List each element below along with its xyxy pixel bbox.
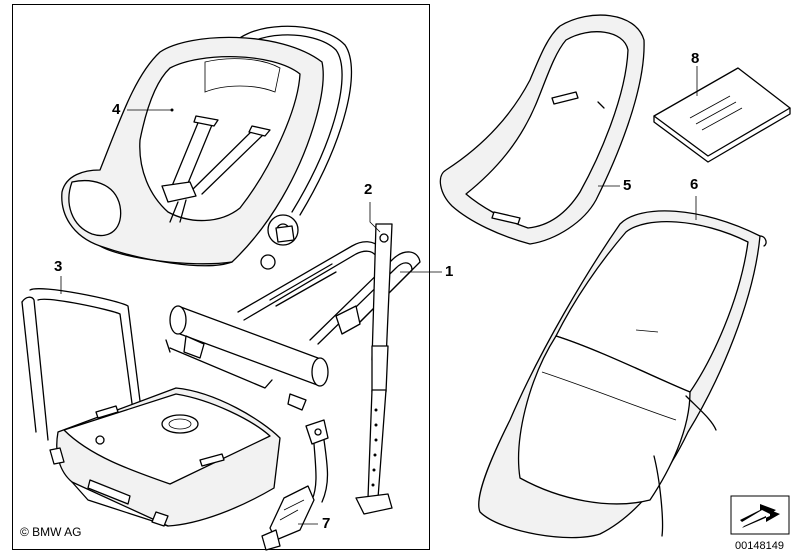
child-seat-base — [21, 276, 281, 527]
callout-5: 5 — [623, 177, 632, 194]
callout-1: 1 — [445, 263, 454, 280]
callout-8: 8 — [691, 50, 700, 67]
callout-7: 7 — [322, 515, 331, 532]
copyright-label: © BMW AG — [20, 525, 82, 539]
group-frame — [12, 4, 430, 550]
callout-4: 4 — [112, 101, 121, 118]
callout-3: 3 — [54, 258, 63, 275]
infant-seat-shell — [61, 25, 353, 270]
document-number: 00148149 — [735, 540, 784, 552]
bmw-arrow-icon — [730, 495, 790, 535]
seat-cover — [439, 14, 645, 245]
seat-base-frame — [165, 202, 442, 515]
footmuff — [478, 196, 767, 539]
instruction-booklet — [653, 66, 791, 163]
callout-2: 2 — [364, 181, 373, 198]
belt-strap — [261, 419, 329, 551]
callout-6: 6 — [690, 176, 699, 193]
